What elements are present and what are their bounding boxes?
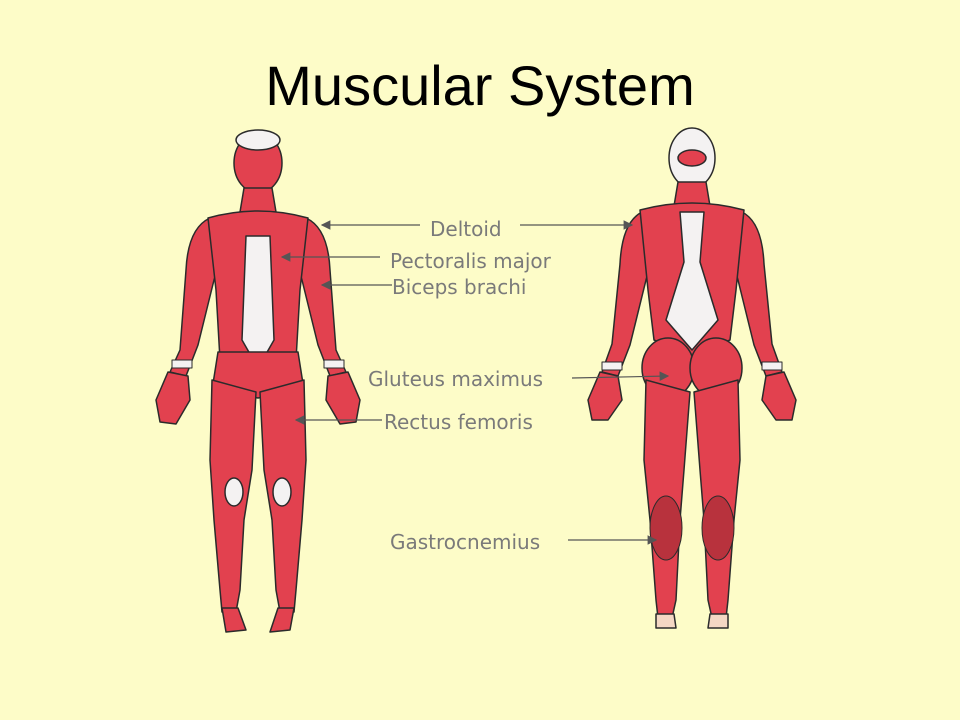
back-left-calf	[649, 495, 683, 561]
back-body-figure	[587, 127, 797, 629]
front-right-foot	[269, 607, 295, 633]
label-gluteus-maximus: Gluteus maximus	[368, 367, 544, 391]
back-left-hand	[587, 371, 623, 421]
back-right-hand	[761, 371, 797, 421]
front-left-foot	[221, 607, 247, 633]
gluteus-leader	[571, 371, 670, 381]
label-deltoid: Deltoid	[430, 217, 502, 241]
back-right-calf	[701, 495, 735, 561]
front-body-figure	[155, 129, 361, 633]
label-rectus-femoris: Rectus femoris	[384, 410, 533, 434]
back-right-foot	[707, 613, 729, 629]
label-gastrocnemius: Gastrocnemius	[390, 530, 541, 554]
back-left-foot	[655, 613, 677, 629]
front-left-hand	[155, 371, 191, 425]
front-neck	[239, 187, 277, 213]
leader-lines	[280, 220, 670, 545]
slide-title: Muscular System	[265, 54, 695, 117]
label-pectoralis-major: Pectoralis major	[390, 249, 551, 273]
label-biceps-brachi: Biceps brachi	[392, 275, 527, 299]
front-right-hand	[325, 371, 361, 425]
